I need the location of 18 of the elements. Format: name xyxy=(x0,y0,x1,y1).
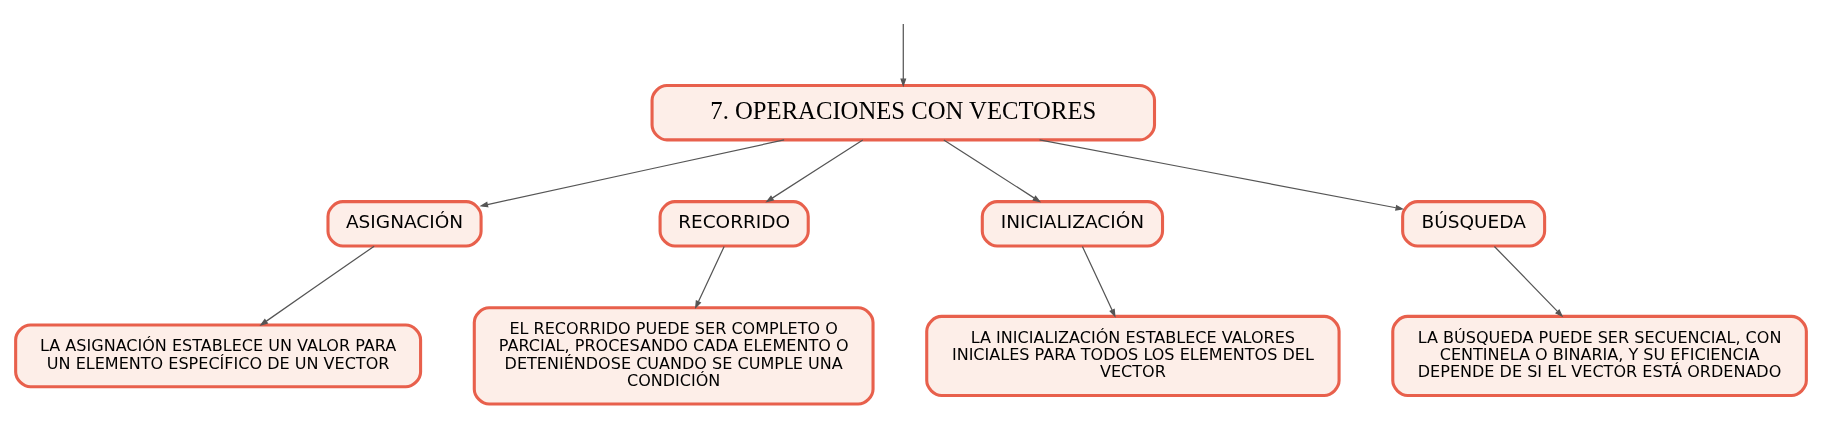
node-box: RECORRIDO xyxy=(658,199,810,248)
node-box: INICIALIZACIÓN xyxy=(980,199,1164,248)
arrow xyxy=(478,138,785,207)
arrow xyxy=(694,245,725,309)
arrow xyxy=(1081,245,1116,318)
node-box: LA INICIALIZACIÓN ESTABLECE VALORES INICIALES PARA TODOS LOS ELEMENTOS DEL VECTOR xyxy=(924,314,1341,397)
arrow xyxy=(259,245,375,326)
arrow xyxy=(899,22,906,87)
node-box: LA BÚSQUEDA PUEDE SER SECUENCIAL, CON CENTINELA O BINARIA, Y SU EFICIENCIA DEPENDE DE SI EL VECTOR ESTÁ ORDENADO xyxy=(1390,314,1808,397)
arrow xyxy=(1493,245,1563,317)
node-box: BÚSQUEDA xyxy=(1400,199,1546,248)
node-box: 7. OPERACIONES CON VECTORES xyxy=(650,83,1156,141)
node-box: EL RECORRIDO PUEDE SER COMPLETO O PARCIAL, PROCESANDO CADA ELEMENTO O DETENIÉNDOSE CUANDO SE CUMPLE UNA CONDICIÓN xyxy=(472,305,875,406)
arrow xyxy=(942,138,1041,202)
node-box: ASIGNACIÓN xyxy=(325,199,483,248)
arrow xyxy=(764,138,863,202)
node-box: LA ASIGNACIÓN ESTABLECE UN VALOR PARA UN ELEMENTO ESPECÍFICO DE UN VECTOR xyxy=(13,323,422,388)
arrow xyxy=(1038,138,1404,211)
